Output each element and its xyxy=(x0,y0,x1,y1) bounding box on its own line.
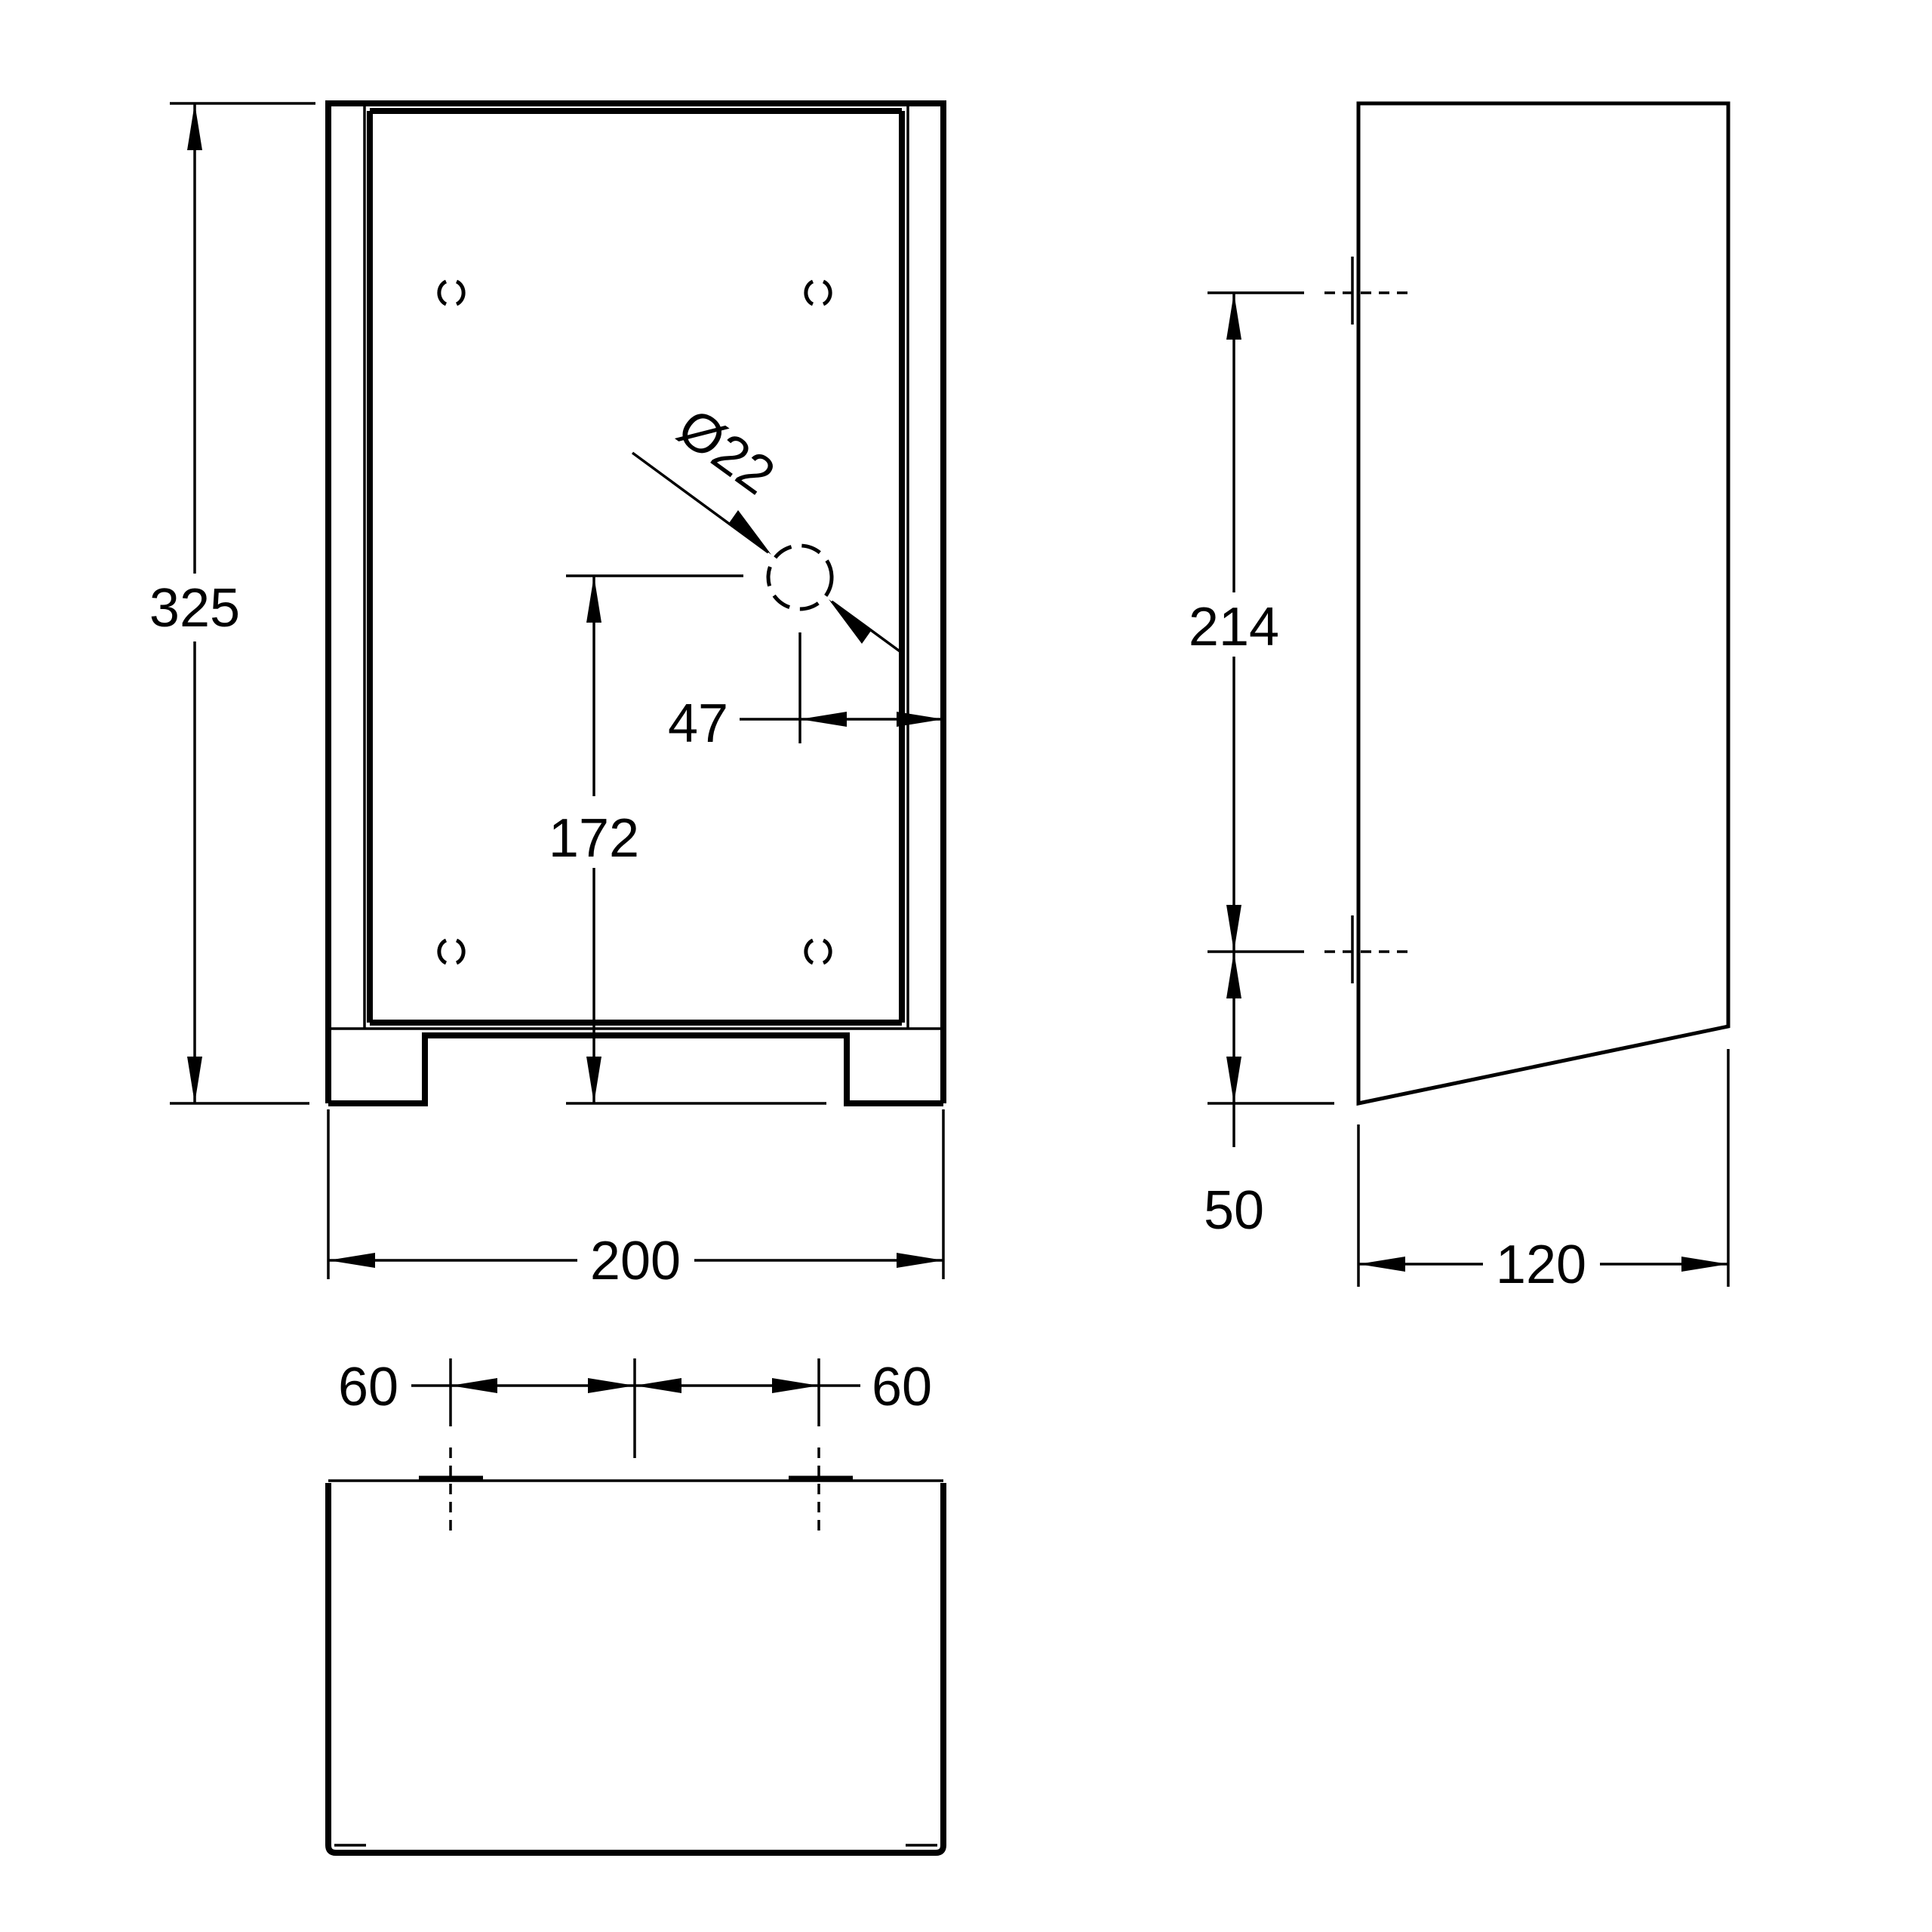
fixing-spacing-label: 214 xyxy=(1189,597,1279,657)
fixing-spacing-dimension: 214 xyxy=(1189,291,1304,953)
spacing-dimension: 60 60 xyxy=(338,1357,932,1458)
front-view-body xyxy=(325,100,946,1106)
left-spacing-label: 60 xyxy=(338,1357,398,1417)
hole-offset-dimension: 47 xyxy=(668,632,943,754)
top-view-body xyxy=(325,1447,946,1856)
bottom-offset-dimension: 50 xyxy=(1204,952,1334,1241)
depth-label: 120 xyxy=(1496,1235,1586,1295)
hole-offset-label: 47 xyxy=(668,694,728,754)
mounting-hole-top-left xyxy=(437,279,466,306)
mounting-hole-bottom-right xyxy=(804,938,832,965)
height-dimension: 325 xyxy=(149,102,315,1105)
mounting-hole-top-right xyxy=(804,279,832,306)
diameter-dimension: Ø22 xyxy=(631,397,903,654)
height-label: 325 xyxy=(149,578,240,638)
side-view-body xyxy=(1324,101,1730,1106)
front-view: 325 200 Ø22 172 xyxy=(149,100,946,1291)
bottom-offset-label: 50 xyxy=(1204,1180,1264,1241)
top-view: 60 60 xyxy=(325,1357,946,1856)
mounting-hole-bottom-left xyxy=(437,938,466,965)
supply-hole xyxy=(766,543,834,611)
width-dimension: 200 xyxy=(327,1109,945,1291)
width-label: 200 xyxy=(590,1231,681,1291)
hole-height-dimension: 172 xyxy=(549,574,826,1105)
side-view: 214 50 120 xyxy=(1189,101,1730,1295)
right-spacing-label: 60 xyxy=(872,1357,932,1417)
depth-dimension: 120 xyxy=(1357,1049,1730,1295)
mounting-holes xyxy=(437,279,832,965)
hole-height-label: 172 xyxy=(549,808,639,869)
